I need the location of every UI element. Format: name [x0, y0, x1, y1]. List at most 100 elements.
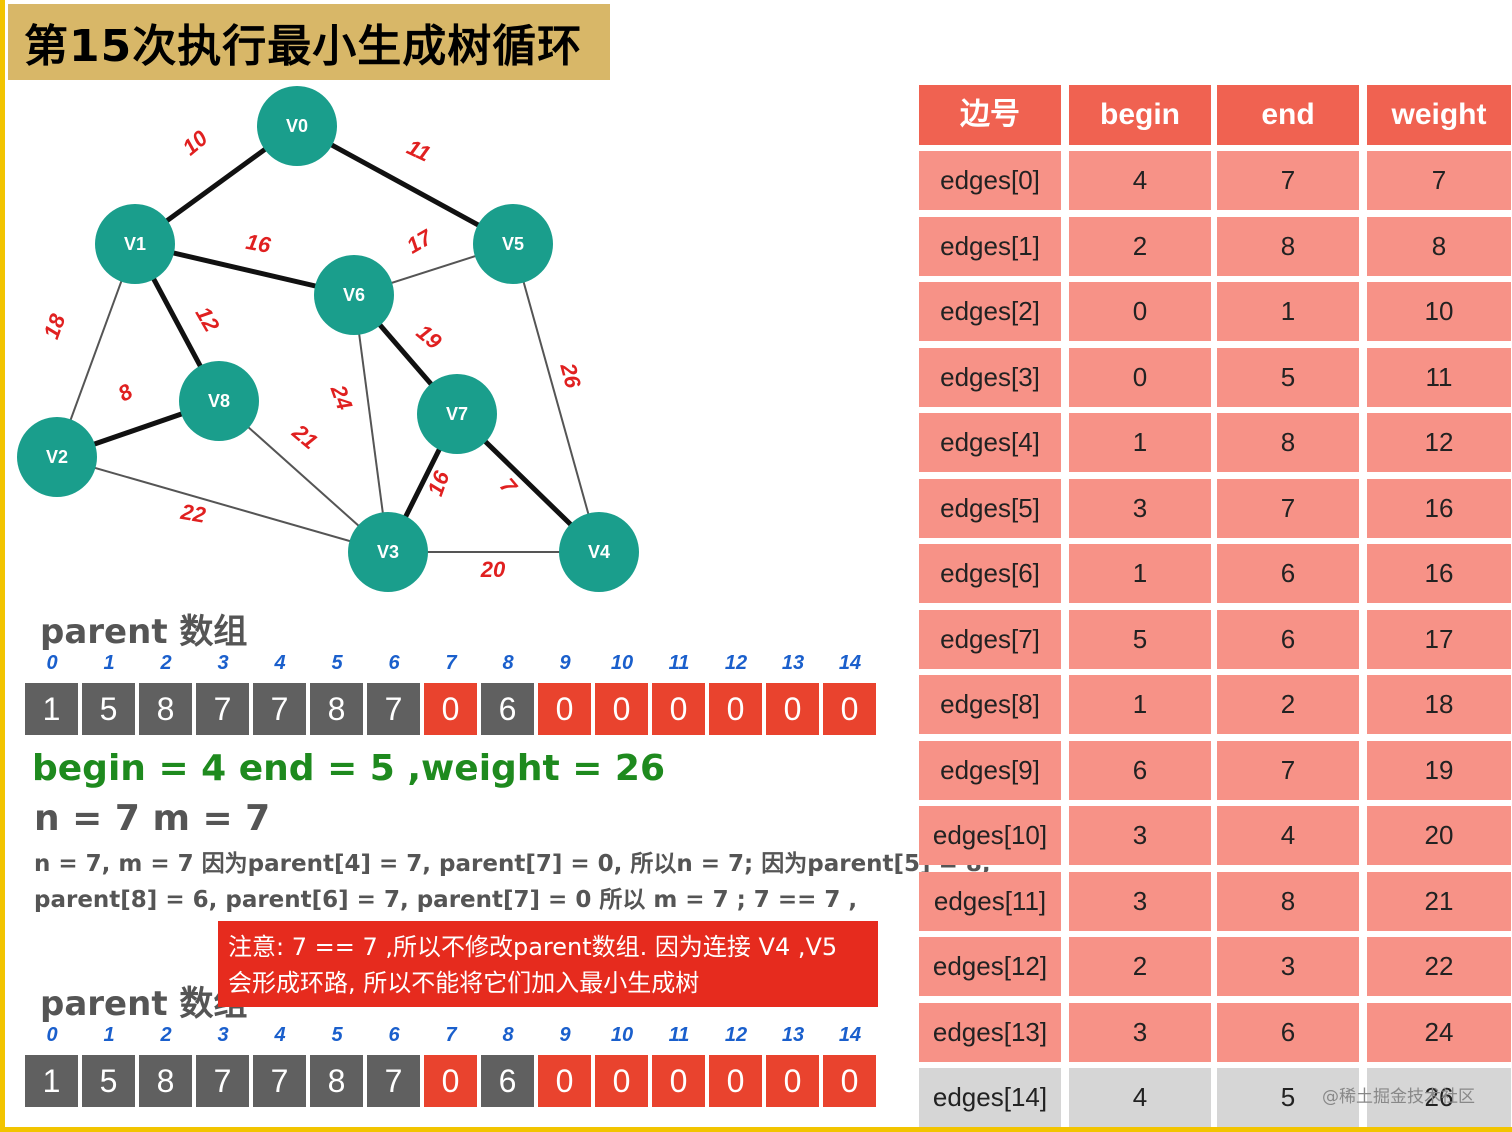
- parent-cell: 0: [709, 683, 762, 735]
- parent-index: 11: [668, 1024, 690, 1046]
- edge-weight-label: 10: [178, 125, 213, 160]
- table-cell: 7: [1217, 151, 1359, 210]
- parent-index: 9: [559, 1024, 571, 1046]
- parent-index: 6: [388, 1024, 400, 1046]
- node-label: V3: [377, 542, 399, 562]
- parent-array-title-bottom: parent 数组: [40, 984, 248, 1024]
- parent-cell: 0: [538, 683, 591, 735]
- table-cell: edges[0]: [919, 151, 1061, 210]
- table-cell: 26: [1367, 1068, 1511, 1127]
- node-circle: [95, 204, 175, 284]
- note-box: 注意: 7 == 7 ,所以不修改parent数组. 因为连接 V4 ,V5 会…: [218, 921, 878, 1007]
- node-circle: [257, 86, 337, 166]
- node-label: V6: [343, 285, 365, 305]
- edge-weight-label: 20: [480, 557, 506, 582]
- node-v5: V5: [473, 204, 553, 284]
- parent-index: 13: [781, 652, 805, 674]
- parent-cell: 1: [25, 1055, 78, 1107]
- table-cell: 11: [1367, 347, 1511, 407]
- node-v6: V6: [314, 255, 394, 335]
- table-cell: 3: [1217, 937, 1359, 996]
- parent-cell: 7: [196, 683, 249, 735]
- table-cell: 5: [1217, 1068, 1359, 1127]
- table-cell: edges[3]: [919, 347, 1061, 407]
- node-circle: [348, 512, 428, 592]
- table-cell: 0: [1069, 282, 1211, 341]
- table-cell: 18: [1367, 675, 1511, 734]
- parent-index: 13: [781, 1024, 805, 1046]
- parent-index: 4: [274, 1024, 286, 1046]
- table-cell: edges[13]: [919, 1002, 1061, 1062]
- node-circle: [559, 512, 639, 592]
- table-cell: 8: [1217, 413, 1359, 472]
- note-line-1: 注意: 7 == 7 ,所以不修改parent数组. 因为连接 V4 ,V5: [228, 933, 838, 961]
- parent-index: 4: [274, 652, 286, 674]
- table-cell: edges[9]: [919, 740, 1061, 800]
- table-cell: 1: [1069, 544, 1211, 603]
- table-cell: 4: [1217, 806, 1359, 865]
- bottom-frame-border: [0, 1127, 1512, 1132]
- parent-index: 2: [160, 652, 172, 674]
- node-v8: V8: [179, 361, 259, 441]
- node-circle: [179, 361, 259, 441]
- table-cell: edges[6]: [919, 544, 1061, 603]
- node-label: V1: [124, 234, 146, 254]
- parent-cell: 0: [823, 683, 876, 735]
- node-v1: V1: [95, 204, 175, 284]
- table-cell: 3: [1069, 478, 1211, 538]
- parent-index: 1: [103, 652, 115, 674]
- parent-cell: 5: [82, 683, 135, 735]
- parent-cell: 0: [709, 1055, 762, 1107]
- parent-cell: 0: [652, 1055, 705, 1107]
- table-cell: 1: [1069, 413, 1211, 472]
- parent-index: 3: [217, 1024, 229, 1046]
- parent-cell: 8: [310, 1055, 363, 1107]
- parent-index: 8: [502, 1024, 514, 1046]
- begin-end-weight-line: begin = 4 end = 5 ,weight = 26: [32, 748, 665, 789]
- edge-weight-label: 12: [191, 302, 225, 336]
- table-cell: 3: [1069, 806, 1211, 865]
- parent-cell: 7: [253, 1055, 306, 1107]
- note-line-2: 会形成环路, 所以不能将它们加入最小生成树: [228, 969, 700, 997]
- page-title: 第15次执行最小生成树循环: [24, 21, 583, 72]
- table-cell: 17: [1367, 609, 1511, 669]
- table-cell: 16: [1367, 478, 1511, 538]
- table-cell: edges[1]: [919, 216, 1061, 276]
- table-cell: 3: [1069, 1002, 1211, 1062]
- table-cell: edges[2]: [919, 282, 1061, 341]
- parent-cell: 7: [367, 1055, 420, 1107]
- node-label: V2: [46, 447, 68, 467]
- table-header-cell: begin: [1069, 85, 1211, 145]
- parent-cell: 8: [139, 683, 192, 735]
- parent-index: 10: [610, 1024, 634, 1046]
- table-header-cell: end: [1217, 85, 1359, 145]
- node-label: V0: [286, 116, 308, 136]
- table-cell: 5: [1217, 347, 1359, 407]
- edge-weight-label: 19: [412, 319, 447, 354]
- parent-cell: 8: [139, 1055, 192, 1107]
- parent-index: 1: [103, 1024, 115, 1046]
- table-cell: 24: [1367, 1002, 1511, 1062]
- node-v7: V7: [417, 374, 497, 454]
- table-cell: 2: [1217, 675, 1359, 734]
- parent-index: 14: [838, 1024, 862, 1046]
- edge-v6-v3: [353, 294, 389, 553]
- node-circle: [314, 255, 394, 335]
- parent-index: 7: [445, 652, 457, 674]
- parent-index: 7: [445, 1024, 457, 1046]
- parent-cell: 7: [253, 683, 306, 735]
- table-cell: 16: [1367, 544, 1511, 603]
- table-cell: 1: [1069, 675, 1211, 734]
- table-cell: 4: [1069, 1068, 1211, 1127]
- parent-index: 12: [724, 1024, 748, 1046]
- table-cell: 8: [1217, 871, 1359, 931]
- parent-cell: 0: [595, 683, 648, 735]
- parent-index: 5: [331, 1024, 343, 1046]
- table-cell: 10: [1367, 282, 1511, 341]
- table-cell: 7: [1367, 151, 1511, 210]
- table-cell: 6: [1069, 740, 1211, 800]
- table-cell: 8: [1217, 216, 1359, 276]
- table-cell: 22: [1367, 937, 1511, 996]
- parent-cell: 7: [367, 683, 420, 735]
- table-cell: 7: [1217, 740, 1359, 800]
